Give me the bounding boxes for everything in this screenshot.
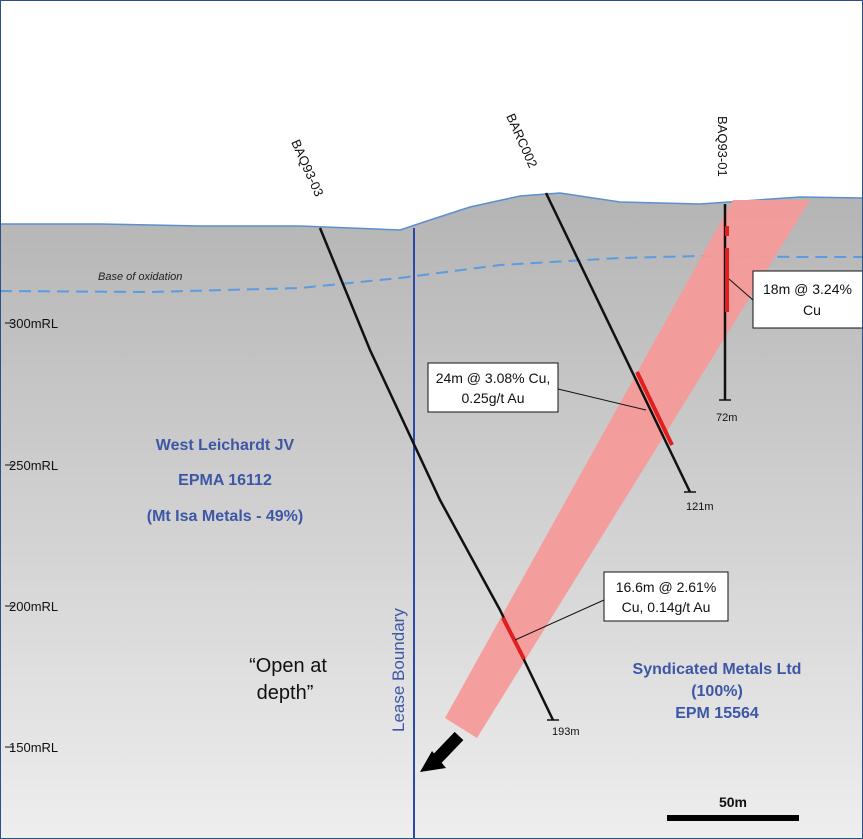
intercept-box-barc002-line1: 24m @ 3.08% Cu, [436, 370, 551, 386]
drillhole-baq93-03-label: BAQ93-03 [288, 137, 326, 199]
intercept-box-baq93-03-line1: 16.6m @ 2.61% [616, 579, 717, 595]
intercept-box-baq93-01-line2: Cu [803, 302, 821, 318]
drillhole-barc002-label: BARC002 [503, 111, 540, 170]
lease-boundary-label: Lease Boundary [389, 608, 408, 732]
intercept-box-barc002-line2: 0.25g/t Au [461, 390, 524, 406]
drillhole-baq93-01-label: BAQ93-01 [715, 116, 730, 177]
leader-barc002 [557, 388, 647, 411]
rl-axis: 300mRL 250mRL 200mRL 150mRL [5, 316, 58, 755]
drillhole-baq93-01-depth: 72m [716, 412, 737, 424]
west-tenement-line1: West Leichardt JV [156, 437, 295, 454]
east-tenement-line3: EPM 15564 [675, 705, 759, 722]
rl-label-150: 150mRL [9, 740, 58, 755]
drillhole-baq93-03-depth: 193m [552, 726, 580, 738]
rl-label-250: 250mRL [9, 458, 58, 473]
intercept-barc002 [635, 371, 674, 446]
drillhole-barc002-depth: 121m [686, 501, 714, 513]
intercept-box-baq93-01-line1: 18m @ 3.24% [763, 281, 852, 297]
open-at-depth-line2: depth” [257, 682, 314, 704]
intercept-box-baq93-01: 18m @ 3.24% Cu [752, 270, 863, 329]
rl-label-300: 300mRL [9, 316, 58, 331]
east-tenement-line1: Syndicated Metals Ltd [633, 661, 802, 678]
intercept-box-barc002: 24m @ 3.08% Cu, 0.25g/t Au [427, 362, 559, 413]
mineralised-orebody [445, 200, 810, 738]
west-tenement-line2: EPMA 16112 [178, 472, 272, 489]
base-of-oxidation-label: Base of oxidation [98, 271, 182, 283]
intercept-box-baq93-03-line2: Cu, 0.14g/t Au [622, 599, 711, 615]
leader-baq93-01 [728, 278, 754, 301]
east-tenement-label: Syndicated Metals Ltd (100%) EPM 15564 [633, 661, 802, 722]
west-tenement-label: West Leichardt JV EPMA 16112 (Mt Isa Met… [147, 437, 303, 525]
rl-label-200: 200mRL [9, 599, 58, 614]
intercept-box-baq93-03: 16.6m @ 2.61% Cu, 0.14g/t Au [603, 571, 729, 622]
open-at-depth-line1: “Open at [249, 655, 327, 677]
scale-bar: 50m [667, 794, 799, 821]
open-at-depth-label: “Open at depth” [249, 655, 327, 704]
east-tenement-line2: (100%) [691, 683, 743, 700]
topographic-surface [0, 192, 863, 231]
scale-bar-label: 50m [719, 794, 747, 810]
leader-baq93-03 [514, 599, 605, 641]
intercept-baq93-03 [501, 617, 526, 660]
drillhole-barc002 [544, 192, 692, 493]
down-dip-arrow-icon [420, 731, 464, 772]
west-tenement-line3: (Mt Isa Metals - 49%) [147, 508, 303, 525]
